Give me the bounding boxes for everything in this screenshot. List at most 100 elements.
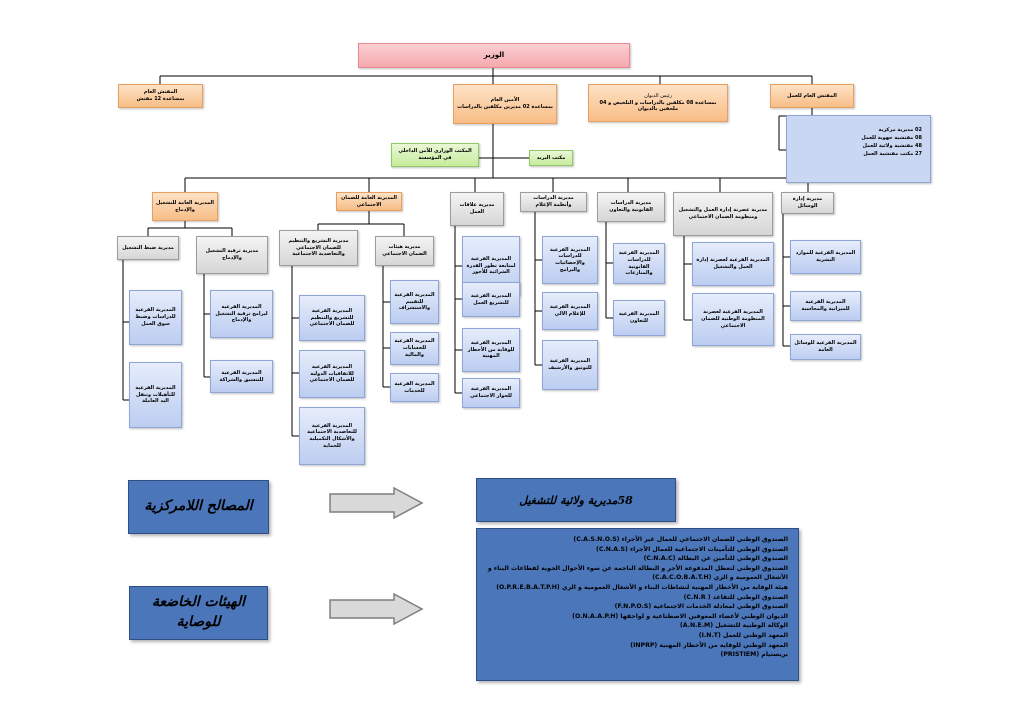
- unit-box: المديرية الفرعية للحسابات والمالية: [390, 332, 439, 365]
- unit-box: المديرية الفرعية للوسائل العامة: [790, 334, 861, 360]
- arrow-right-icon: [329, 593, 424, 625]
- regional-directorates-label: 58مديرية ولائية للتشغيل: [519, 493, 633, 507]
- labor-inspector-box: المفتش العام للعمل: [770, 84, 854, 108]
- unit-label: المديرية الفرعية للوسائل العامة: [794, 340, 857, 353]
- labor-inspection-item: 02 مديرية مركزية: [878, 127, 922, 133]
- unit-label: المديرية الفرعية للتعاون: [618, 311, 660, 324]
- unit-label: المديرية الفرعية لمتابعة تطور القدرة الش…: [466, 255, 516, 276]
- inspector-general-sub: بمساعدة 12 مفتش: [136, 96, 185, 102]
- unit-box: المديرية الفرعية للتقييم والاستشراف: [390, 280, 439, 324]
- unit-box: المديرية الفرعية للوقاية من الأخطار المه…: [462, 328, 520, 372]
- unit-label: المديرية الفرعية للحسابات والمالية: [394, 338, 435, 358]
- minister-label: الوزير: [483, 50, 505, 59]
- subdirectorate-promotion-box: مديرية ترقية التشغيل والإدماج: [196, 236, 268, 274]
- subdirectorate-legislation-box: مديرية التشريع والتنظيم للضمان الاجتماعي…: [279, 230, 358, 266]
- subdirectorate-title: مديرية هيئات الضمان الاجتماعي: [382, 244, 427, 257]
- secretary-general-box: الأمين العام بمساعدة 02 مديرين مكلفين با…: [453, 84, 557, 124]
- unit-box: المديرية الفرعية للتشريع والتنظيم للضمان…: [299, 295, 365, 341]
- decentralized-label: المصالح اللامركزية: [144, 498, 253, 515]
- subdirectorate-title: مديرية ضبط التشغيل: [122, 244, 174, 251]
- unit-label: المديرية الفرعية للتشريع والتنظيم للضمان…: [309, 307, 355, 328]
- labor-inspection-item: 08 مفتشية جهوية للعمل: [861, 135, 922, 141]
- directorate-title: مديرية الدراسات وأنظمة الإعلام: [533, 195, 574, 208]
- directorate-title: المديرية العامة للتشغيل والإدماج: [155, 199, 214, 213]
- unit-label: المديرية الفرعية للاتفاقيات الدولية للضم…: [309, 363, 355, 384]
- labor-inspector-title: المفتش العام للعمل: [787, 92, 837, 99]
- arrow-right-icon: [329, 487, 424, 519]
- unit-box: المديرية الفرعية للتنسيق والشراكة: [210, 360, 273, 393]
- body-item: المعهد الوطني للوقاية من الأخطار المهنية…: [630, 641, 788, 649]
- directorate-studies-info-box: مديرية الدراسات وأنظمة الإعلام: [520, 192, 587, 212]
- unit-label: المديرية الفرعية للتعاضدية الاجتماعية وا…: [307, 422, 357, 449]
- unit-box: المديرية الفرعية للاتفاقيات الدولية للضم…: [299, 350, 365, 398]
- secretary-general-sub: بمساعدة 02 مديرين مكلفين بالدراسات: [457, 104, 553, 110]
- directorate-employment-box: المديرية العامة للتشغيل والإدماج: [152, 192, 218, 221]
- labor-inspection-item: 27 مكتب مفتشية العمل: [863, 151, 922, 157]
- unit-label: المديرية الفرعية للدراسات القانونية والم…: [618, 250, 660, 277]
- labor-inspection-list: 02 مديرية مركزية 08 مفتشية جهوية للعمل 4…: [786, 115, 931, 183]
- unit-label: المديرية الفرعية للخدمات: [394, 380, 435, 394]
- unit-label: المديرية الفرعية للحوار الاجتماعي: [470, 386, 512, 399]
- unit-label: المديرية الفرعية للميزانية والمحاسبة: [801, 299, 850, 312]
- unit-box: المديرية الفرعية للتشريع العمل: [462, 282, 520, 317]
- labor-inspection-item: 48 مفتشية ولائية للعمل: [862, 143, 922, 149]
- minister-box: الوزير: [358, 43, 630, 68]
- unit-box: المديرية الفرعية للموارد البشرية: [790, 240, 861, 274]
- unit-box: المديرية الفرعية للتعاون: [613, 300, 665, 336]
- unit-label: المديرية الفرعية للوقاية من الأخطار المه…: [467, 339, 515, 360]
- subdirectorate-title: مديرية ترقية التشغيل والإدماج: [205, 248, 259, 261]
- unit-box: المديرية الفرعية للدراسات القانونية والم…: [613, 243, 665, 284]
- regional-directorates-box: 58مديرية ولائية للتشغيل: [476, 478, 676, 522]
- inspector-general-title: المفتش العام: [143, 89, 178, 96]
- supervised-bodies-box: الهيئات الخاضعة للوصاية: [129, 586, 268, 640]
- body-item: هيئة الوقاية من الأخطار المهنية لنشاطات …: [496, 584, 788, 592]
- body-item: الصندوق الوطني للتأمينات الاجتماعية للعم…: [596, 545, 788, 553]
- unit-label: المديرية الفرعية للدراسات وضبط سوق العمل: [135, 307, 176, 327]
- directorate-social-security-box: المديرية العامة للضمان الاجتماعي: [336, 192, 402, 211]
- directorate-legal-cooperation-box: مديرية الدراسات القانونية والتعاون: [597, 192, 665, 222]
- directorate-title: مديرية الدراسات القانونية والتعاون: [609, 200, 653, 213]
- unit-box: المديرية الفرعية للتأهيلات وتنقل اليد ال…: [129, 362, 182, 428]
- unit-label: المديرية الفرعية للتشريع العمل: [470, 292, 512, 306]
- unit-box: المديرية الفرعية لعصرنة المنظومة الوطنية…: [692, 293, 774, 346]
- security-office-label: المكتب الوزاري للأمن الداخلي في المؤسسة: [398, 148, 472, 161]
- directorate-title: مديرية علاقات العمل: [459, 202, 495, 215]
- directorate-title: المديرية العامة للضمان الاجتماعي: [341, 194, 397, 208]
- security-office-box: المكتب الوزاري للأمن الداخلي في المؤسسة: [391, 143, 479, 167]
- body-item: الصندوق الوطني لمعادلة الخدمات الاجتماعي…: [614, 603, 788, 611]
- body-item: الديوان الوطني لأعضاء المعوقين الاصطناعي…: [572, 612, 788, 620]
- subdirectorate-bodies-box: مديرية هيئات الضمان الاجتماعي: [375, 236, 434, 266]
- subdirectorate-title: مديرية التشريع والتنظيم للضمان الاجتماعي…: [288, 237, 349, 258]
- unit-box: المديرية الفرعية للخدمات: [390, 373, 439, 402]
- subdirectorate-regulation-box: مديرية ضبط التشغيل: [117, 236, 179, 260]
- mail-office-box: مكتب البريد: [529, 150, 573, 166]
- directorate-means-box: مديرية إدارة الوسائل: [781, 192, 834, 214]
- unit-label: المديرية الفرعية للتنسيق والشراكة: [219, 369, 264, 383]
- unit-label: المديرية الفرعية للدراسات والإحصائيات وا…: [549, 246, 591, 273]
- body-item: الصندوق الوطني للضمان الاجتماعي للعمال غ…: [573, 536, 788, 543]
- secretary-general-title: الأمين العام: [490, 97, 520, 104]
- unit-box: المديرية الفرعية للدراسات وضبط سوق العمل: [129, 290, 182, 345]
- body-item: الصندوق الوطني للتقاعد ( C.N.R): [683, 593, 788, 601]
- body-item: الصندوق الوطني للتأمين عن البطالة (C.N.A…: [643, 555, 788, 563]
- unit-box: المديرية الفرعية للتوثيق والأرشيف: [542, 340, 598, 390]
- unit-box: المديرية الفرعية للحوار الاجتماعي: [462, 378, 520, 408]
- body-item: الصندوق الوطني لتعطل المدفوعة الأجر و ال…: [487, 564, 788, 582]
- decentralized-services-box: المصالح اللامركزية: [128, 480, 269, 534]
- body-item: بريستيام (PRISTIEM): [720, 651, 788, 659]
- body-item: المعهد الوطني للعمل (I.N.T): [698, 632, 788, 640]
- body-item: الوكالة الوطنية للتشغيل (A.N.E.M): [679, 622, 788, 630]
- chief-of-staff-sub: بمساعدة 08 مكلفين بالدراسات و التلخيص و …: [599, 99, 717, 113]
- unit-label: المديرية الفرعية لعصرنة المنظومة الوطنية…: [701, 309, 765, 329]
- unit-box: المديرية الفرعية لبرامج ترقية التشغيل وا…: [210, 290, 273, 338]
- mail-office-label: مكتب البريد: [536, 154, 566, 161]
- directorate-labor-relations-box: مديرية علاقات العمل: [450, 192, 504, 226]
- supervised-bodies-list: الصندوق الوطني للضمان الاجتماعي للعمال غ…: [476, 528, 799, 681]
- unit-label: المديرية الفرعية للإعلام الآلي: [549, 304, 591, 317]
- directorate-title: مديرية إدارة الوسائل: [792, 196, 823, 209]
- unit-label: المديرية الفرعية للتوثيق والأرشيف: [548, 358, 592, 371]
- unit-box: المديرية الفرعية للتعاضدية الاجتماعية وا…: [299, 407, 365, 465]
- unit-box: المديرية الفرعية لعصرنة إدارة العمل والت…: [692, 242, 774, 286]
- unit-box: المديرية الفرعية للإعلام الآلي: [542, 292, 598, 330]
